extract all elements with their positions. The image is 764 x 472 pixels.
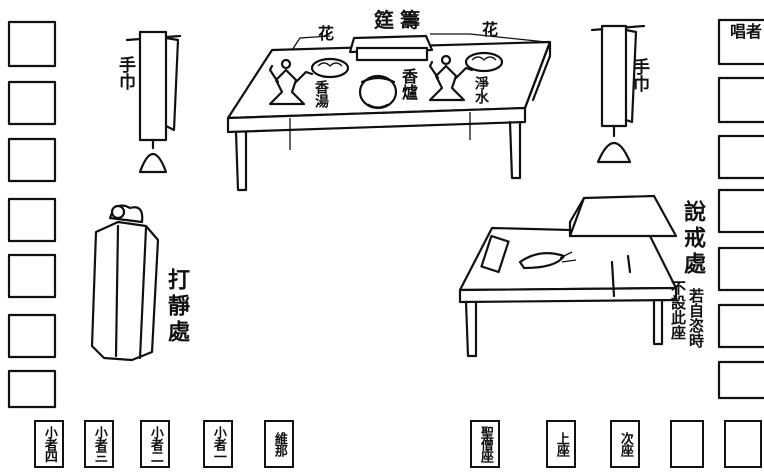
seat-label: 上座 bbox=[553, 432, 569, 456]
tally-tray bbox=[348, 34, 434, 62]
seat-attendant-2: 小者二 bbox=[140, 420, 170, 468]
seat-label: 小者二 bbox=[147, 426, 163, 462]
seat-attendant-3: 小者三 bbox=[84, 420, 114, 468]
flower-label-left: 花 bbox=[318, 24, 335, 43]
seat-label: 聖僧座 bbox=[477, 426, 493, 462]
right-flower-dish bbox=[464, 51, 504, 73]
note-line-2: 不設此座 bbox=[669, 280, 687, 340]
incense-burner-label: 香爐 bbox=[399, 68, 418, 100]
left-ewer bbox=[268, 58, 314, 106]
right-towel-stand bbox=[590, 24, 646, 164]
right-seat-box bbox=[717, 188, 764, 234]
left-towel-stand bbox=[125, 30, 182, 174]
right-seat-box bbox=[717, 360, 764, 400]
left-seat-box bbox=[7, 197, 57, 243]
pure-water-label: 淨水 bbox=[473, 76, 489, 104]
striking-post bbox=[90, 204, 160, 362]
seat-label: 小者一 bbox=[210, 426, 226, 462]
seat-rector: 維那 bbox=[264, 420, 294, 468]
right-seat-box bbox=[717, 134, 764, 180]
seat-holy-monk: 聖僧座 bbox=[470, 420, 500, 468]
right-seat-box bbox=[717, 303, 764, 349]
left-seat-box bbox=[7, 313, 57, 359]
note-line-1: 若自恣時 bbox=[687, 288, 705, 348]
left-flower-dish bbox=[310, 57, 350, 79]
left-seat-column bbox=[7, 20, 57, 409]
seat-label: 小者四 bbox=[41, 426, 57, 462]
towel-label-left: 手巾 bbox=[115, 56, 135, 90]
right-seat-box bbox=[717, 246, 764, 292]
left-seat-box bbox=[7, 369, 57, 409]
right-top-box-label: 唱者 bbox=[730, 22, 763, 41]
seat-empty-2 bbox=[724, 420, 762, 468]
cushion-seat bbox=[568, 194, 678, 238]
seat-label: 維那 bbox=[271, 432, 287, 456]
left-seat-box bbox=[7, 253, 57, 299]
right-seat-box bbox=[717, 18, 764, 66]
right-seat-column bbox=[717, 18, 764, 400]
left-seat-box bbox=[7, 20, 57, 68]
right-ewer bbox=[428, 54, 474, 102]
right-seat-box bbox=[717, 76, 764, 124]
fragrant-soup-label: 香湯 bbox=[313, 80, 329, 108]
seat-upper: 上座 bbox=[546, 420, 576, 468]
incense-burner bbox=[358, 74, 398, 110]
flower-label-right: 花 bbox=[482, 20, 499, 39]
precept-table bbox=[458, 226, 678, 358]
tally-label: 筳籌 bbox=[374, 8, 426, 32]
precept-implements bbox=[480, 234, 577, 274]
seat-attendant-4: 小者四 bbox=[34, 420, 64, 468]
seat-attendant-1: 小者一 bbox=[203, 420, 233, 468]
towel-label-right: 手巾 bbox=[629, 58, 649, 92]
seat-label: 小者三 bbox=[91, 426, 107, 462]
seat-label: 次座 bbox=[617, 432, 633, 456]
precept-place-label: 說戒處 bbox=[680, 200, 706, 278]
seat-empty-1 bbox=[670, 420, 704, 468]
seat-second: 次座 bbox=[610, 420, 640, 468]
left-seat-box bbox=[7, 137, 57, 183]
strike-quiet-label: 打靜處 bbox=[164, 268, 190, 346]
left-seat-box bbox=[7, 80, 57, 126]
